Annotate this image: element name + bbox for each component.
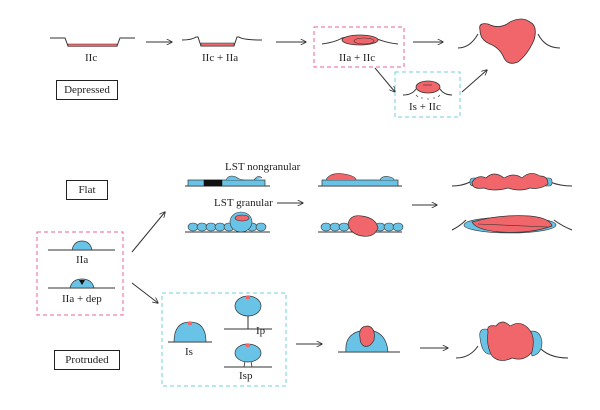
arrow-iia-to-flat (131, 212, 165, 253)
iia-dep-lesion-shape (48, 278, 115, 289)
label-is-iic: Is + IIc (409, 101, 441, 113)
iia-iic-lesion-shape (321, 34, 399, 46)
is-iic-lesion-shape (402, 80, 453, 100)
iia-source-highlight-box (36, 231, 124, 316)
is-iic-highlight-box (394, 71, 461, 118)
label-iia-iic: IIa + IIc (339, 52, 376, 64)
flat-final-upper-shape (451, 173, 573, 191)
iia-iic-highlight-box (313, 26, 405, 68)
label-lst-granular: LST granular (214, 197, 273, 209)
lst-granular-shape (185, 211, 270, 233)
category-depressed-box: Depressed (56, 80, 118, 100)
is-lesion-shape (168, 321, 212, 343)
isp-lesion-shape (224, 343, 272, 368)
ip-lesion-shape (224, 295, 272, 330)
protruded-mid-shape (338, 325, 400, 353)
arrow-iia-iic-to-is-iic (374, 67, 395, 92)
iic-iia-lesion-shape (181, 36, 263, 47)
label-lst-nongranular: LST nongranular (225, 161, 301, 173)
flat-final-lower-shape (451, 215, 573, 234)
category-flat-box: Flat (66, 180, 108, 200)
label-isp: Isp (239, 370, 253, 382)
label-iic-iia: IIc + IIa (202, 52, 239, 64)
lst-nongranular-shape (185, 175, 270, 187)
depressed-invasive-lesion-shape (457, 18, 561, 64)
arrow-is-iic-to-final (461, 70, 487, 93)
iia-lesion-shape (48, 240, 115, 251)
arrow-iia-to-protruded (131, 282, 158, 303)
label-ip: Ip (256, 325, 266, 337)
label-iia: IIa (76, 254, 89, 266)
protruded-types-highlight-box (161, 292, 287, 387)
iic-lesion-shape (50, 37, 135, 47)
flat-mid-nongranular-shape (318, 173, 402, 187)
flat-mid-granular-shape (318, 215, 404, 237)
label-iia-dep: IIa + dep (62, 293, 102, 305)
label-iic: IIc (85, 52, 98, 64)
category-protruded-box: Protruded (54, 350, 120, 370)
label-is: Is (185, 346, 193, 358)
protruded-final-shape (455, 321, 569, 361)
